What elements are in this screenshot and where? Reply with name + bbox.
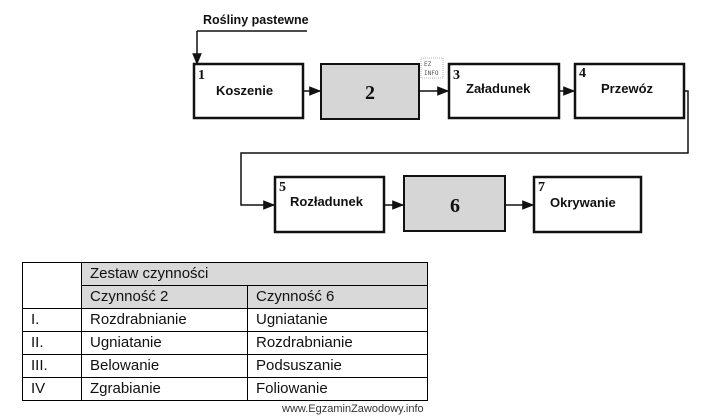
step-label-5: Rozładunek	[290, 194, 364, 209]
step-box-5: 5 Rozładunek	[273, 175, 386, 234]
table-row: III. Belowanie Podsuszanie	[22, 354, 428, 378]
corner-mark: EZ INFO	[420, 57, 444, 79]
table-row: IV Zgrabianie Foliowanie	[22, 377, 428, 401]
svg-text:INFO: INFO	[424, 70, 439, 77]
step-2-cell: Rozdrabnianie	[81, 308, 248, 332]
option-label: IV	[22, 377, 82, 401]
step-number-3: 3	[453, 68, 460, 83]
step-box-1: 1 Koszenie	[192, 62, 305, 120]
table-corner-cell	[22, 262, 82, 309]
step-label-3: Załadunek	[466, 81, 531, 96]
table-group-header-row: Zestaw czynności	[22, 262, 428, 309]
option-label: II.	[22, 331, 82, 355]
step-2-cell: Belowanie	[81, 354, 248, 378]
step-box-7: 7 Okrywanie	[532, 175, 643, 234]
step-label-4: Przewóz	[601, 81, 654, 96]
table-group-header: Zestaw czynności	[81, 262, 428, 286]
step-6-cell: Rozdrabnianie	[247, 331, 428, 355]
step-number-6: 6	[450, 195, 460, 217]
input-label: Rośliny pastewne	[203, 13, 309, 27]
step-6-cell: Podsuszanie	[247, 354, 428, 378]
step-number-5: 5	[279, 180, 286, 195]
table-row: II. Ugniatanie Rozdrabnianie	[22, 331, 428, 355]
step-box-3: 3 Załadunek	[447, 62, 561, 120]
column-header-step-6: Czynność 6	[247, 285, 428, 309]
svg-text:EZ: EZ	[424, 61, 432, 68]
step-number-4: 4	[579, 66, 586, 81]
option-label: I.	[22, 308, 82, 332]
step-6-cell: Ugniatanie	[247, 308, 428, 332]
step-label-1: Koszenie	[216, 83, 273, 98]
step-6-cell: Foliowanie	[247, 377, 428, 401]
step-number-2: 2	[365, 82, 375, 104]
step-2-cell: Ugniatanie	[81, 331, 248, 355]
step-number-7: 7	[538, 180, 545, 195]
step-box-4: 4 Przewóz	[573, 62, 686, 120]
step-box-2: 2	[320, 63, 420, 120]
table-row: I. Rozdrabnianie Ugniatanie	[22, 308, 428, 332]
answer-options-table: Zestaw czynności Czynność 2 Czynność 6 I…	[22, 262, 428, 401]
table-column-header-row: Czynność 2 Czynność 6	[23, 285, 428, 309]
step-2-cell: Zgrabianie	[81, 377, 248, 401]
connector-4-5	[240, 90, 689, 210]
step-number-1: 1	[198, 68, 205, 83]
site-watermark: www.EgzaminZawodowy.info	[282, 403, 424, 415]
option-label: III.	[22, 354, 82, 378]
step-label-7: Okrywanie	[550, 195, 616, 210]
column-header-step-2: Czynność 2	[81, 285, 248, 309]
step-box-6: 6	[403, 175, 506, 232]
process-flow-diagram: Rośliny pastewne 1 Koszenie 2 EZ INFO 3 …	[192, 13, 689, 234]
